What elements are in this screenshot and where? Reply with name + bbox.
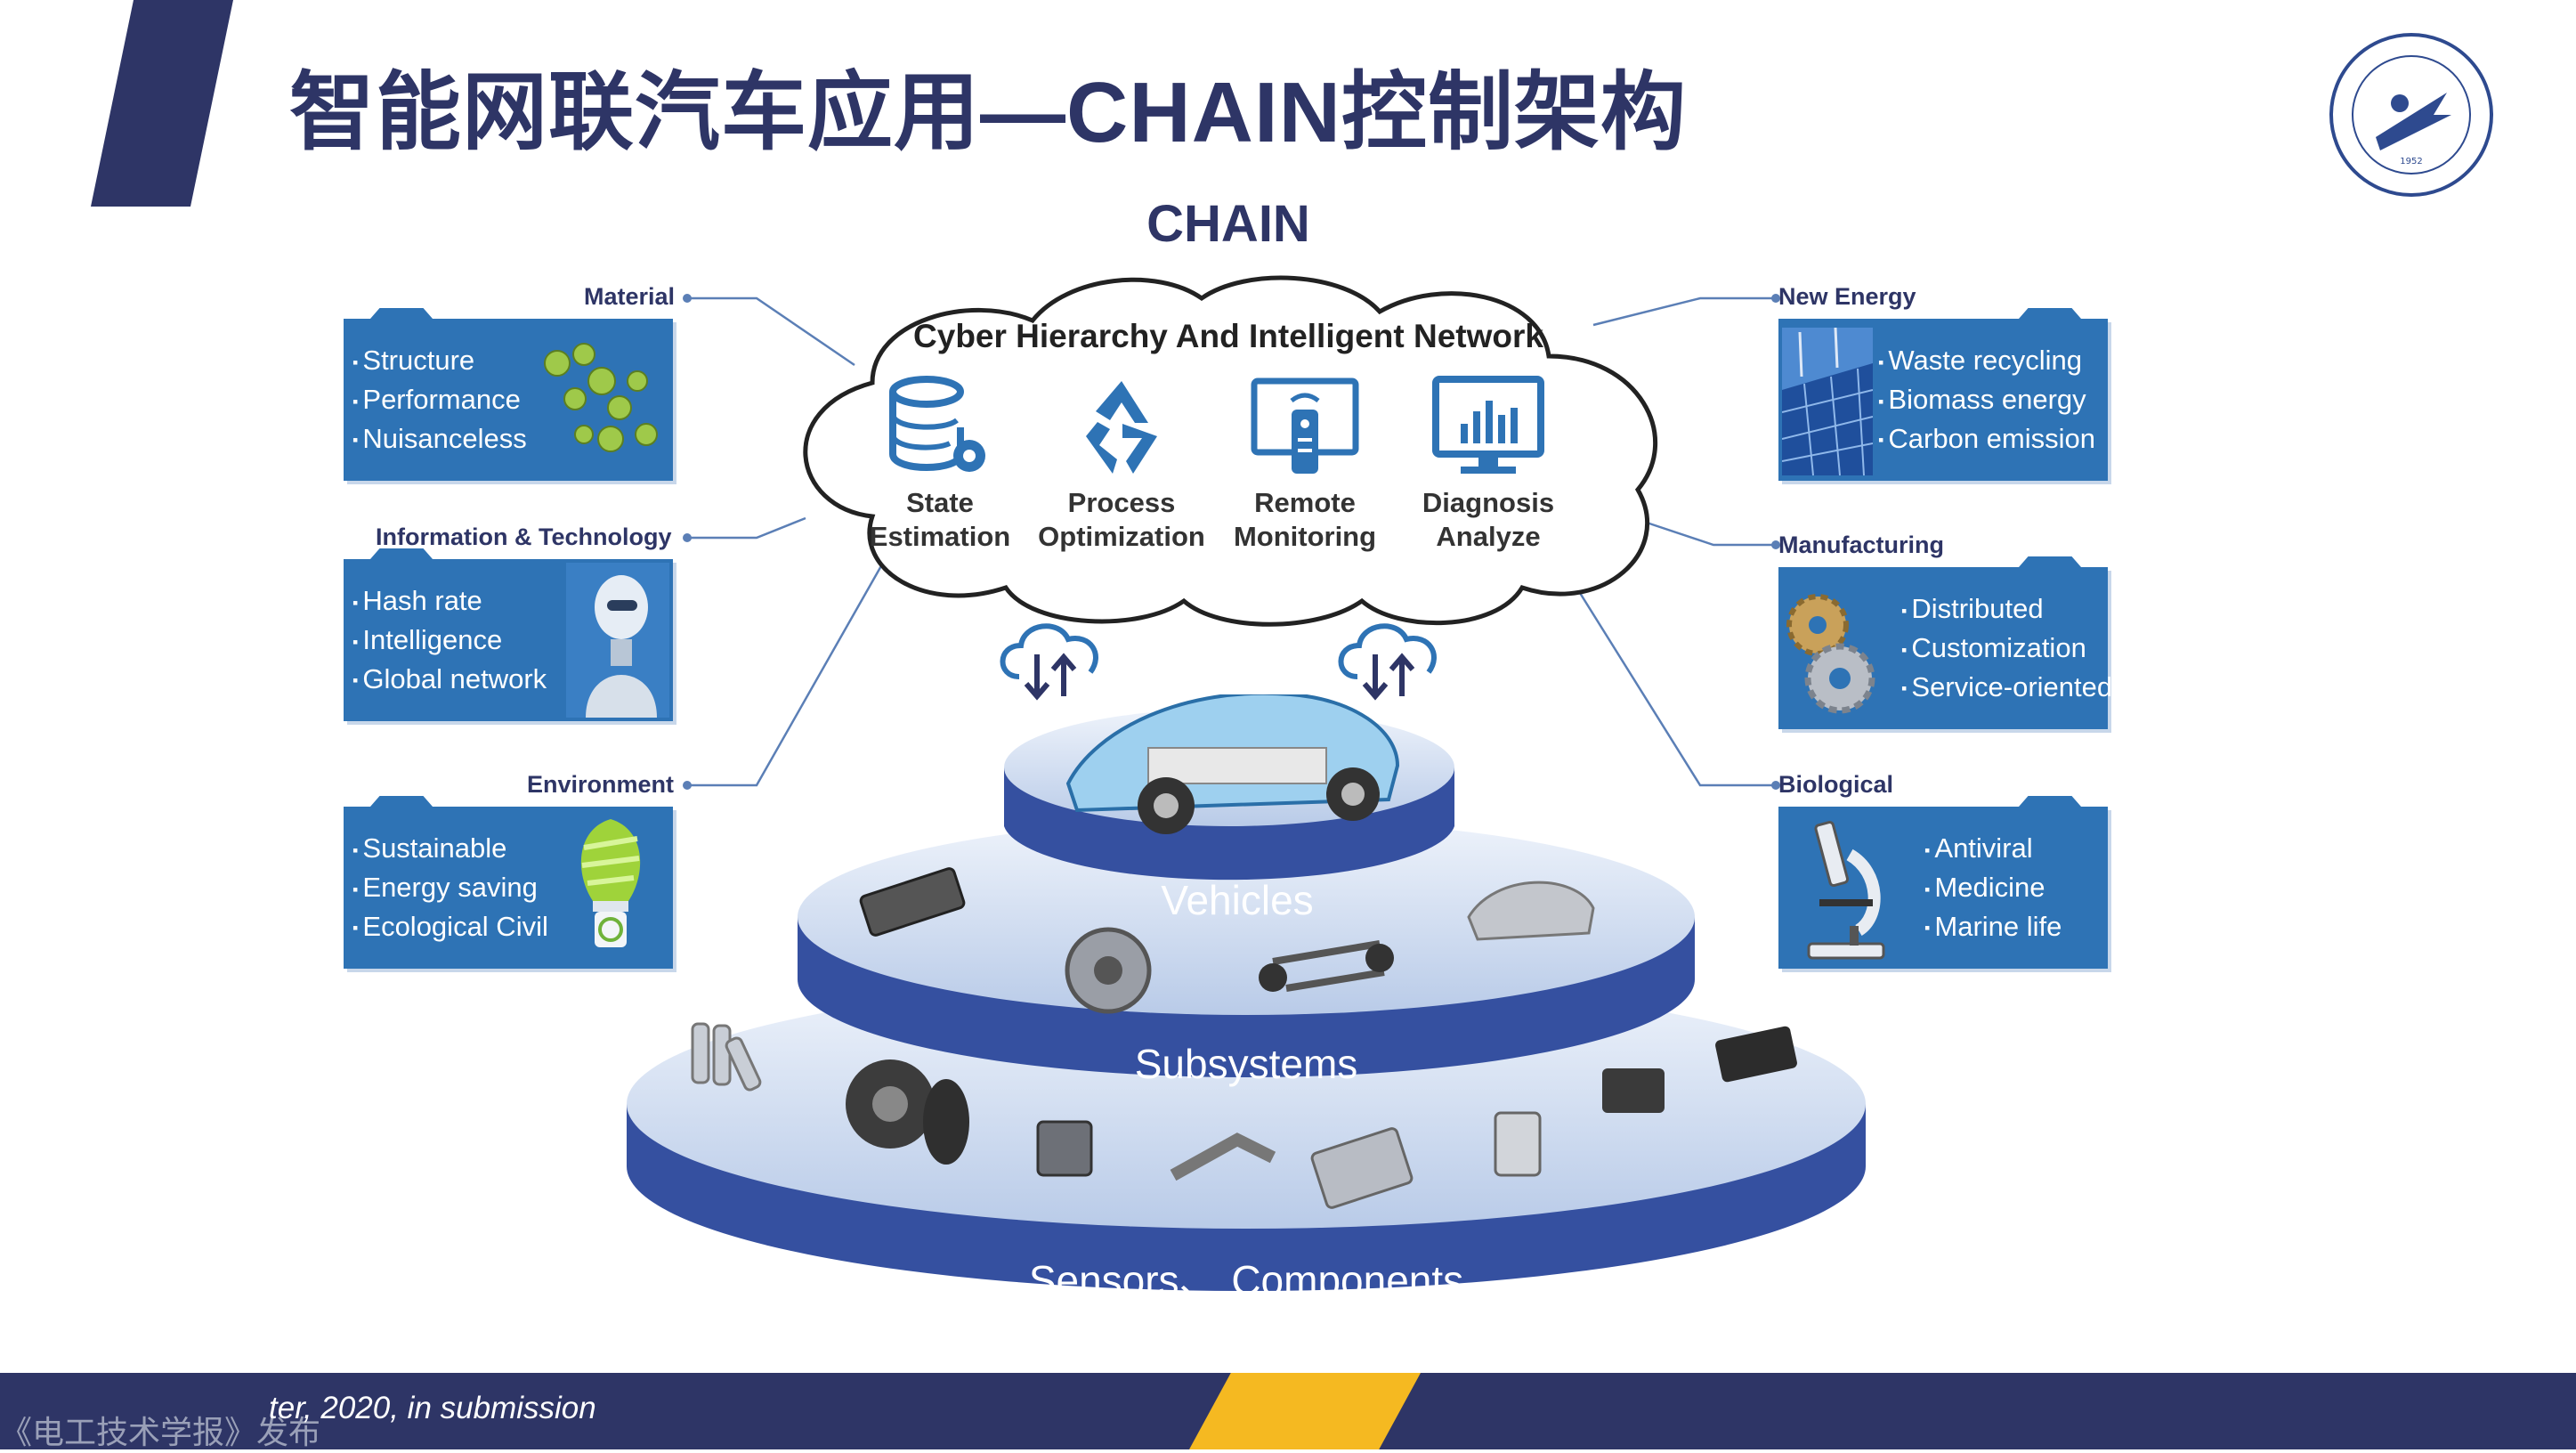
category-box-biological: Antiviral Medicine Marine life [1778,796,2108,969]
tier-label-vehicles: Vehicles [1161,877,1314,923]
service-label-line2: Analyze [1436,521,1541,552]
box-caption-manufacturing: Manufacturing [1778,532,1944,558]
box-item: Intelligence [344,621,547,661]
remote-monitor-icon [1251,377,1359,474]
service-label-line1: Process [1067,487,1176,518]
eco-bulb-image [580,819,641,947]
chain-heading: CHAIN [1146,195,1310,253]
service-diagnosis-analyze: Diagnosis Analyze [1399,374,1577,554]
recycle-icon [1086,381,1157,474]
molecule-image [544,343,658,452]
sensor-components [691,1022,1797,1209]
footer-accent [1189,1373,1421,1449]
box-item: Carbon emission [1878,420,2095,459]
box-item: Performance [344,381,527,420]
database-gear-icon [889,376,985,472]
category-box-material: Structure Performance Nuisanceless [344,308,673,481]
service-label-line2: Optimization [1038,521,1205,552]
box-item: Energy saving [344,869,548,908]
service-label-line2: Estimation [869,521,1011,552]
box-item: Distributed [1901,590,2112,629]
tier-label-sensors-components: Sensors、 Components [1028,1257,1464,1303]
category-box-information-technology: Hash rate Intelligence Global network [344,548,673,721]
box-caption-new-energy: New Energy [1778,283,1916,310]
cloud-sync-icon [1338,623,1437,701]
service-label-line1: Remote [1254,487,1356,518]
box-item: Sustainable [344,830,548,869]
box-item: Marine life [1924,908,2062,947]
service-label-line2: Monitoring [1233,521,1377,552]
beihang-university-seal-icon: 1952 [2329,33,2493,197]
service-label-line1: State [906,487,974,518]
tier-middle [798,819,1695,1077]
box-item: Nuisanceless [344,420,526,459]
watermark: 《电工技术学报》发布 [0,1414,321,1450]
svg-text:1952: 1952 [2400,157,2422,166]
cloud-title: Cyber Hierarchy And Intelligent Network [913,318,1543,354]
slide-title: 智能网联汽车应用—CHAIN控制架构 [289,65,1687,160]
service-process-optimization: Process Optimization [1033,374,1211,554]
microscope-image [1807,821,1885,960]
service-state-estimation: State Estimation [851,374,1029,554]
box-caption-information-technology: Information & Technology [376,524,672,550]
box-item: Service-oriented [1901,669,2112,708]
box-caption-environment: Environment [527,771,675,798]
box-item: Structure [344,342,527,381]
footer-citation: ter, 2020, in submission [269,1391,596,1425]
box-caption-material: Material [584,283,676,310]
box-caption-biological: Biological [1778,771,1894,798]
box-item: Hash rate [344,582,547,621]
box-item: Global network [344,661,547,700]
monitor-chart-icon [1432,376,1544,474]
tier-label-subsystems: Subsystems [1134,1041,1358,1087]
vehicle-car-image [1065,694,1400,834]
robot-image [566,563,669,718]
service-remote-monitoring: Remote Monitoring [1216,374,1394,554]
gears-image [1786,594,1875,714]
category-box-environment: Sustainable Energy saving Ecological Civ… [344,796,673,969]
box-item: Medicine [1924,869,2062,908]
cloud-sync-icon [1000,623,1098,701]
cloud-shape [803,275,1657,627]
box-item: Waste recycling [1878,342,2095,381]
solar-panel-image [1782,328,1873,475]
service-label-line1: Diagnosis [1422,487,1555,518]
category-box-manufacturing: Distributed Customization Service-orient… [1778,556,2112,729]
category-box-new-energy: Waste recycling Biomass energy Carbon em… [1778,308,2108,481]
box-item: Ecological Civil [344,908,547,947]
box-item: Customization [1901,629,2112,669]
box-item: Antiviral [1924,830,2062,869]
tier-pyramid [627,694,1866,1291]
subsystem-parts [859,867,1595,1014]
box-item: Biomass energy [1878,381,2095,420]
